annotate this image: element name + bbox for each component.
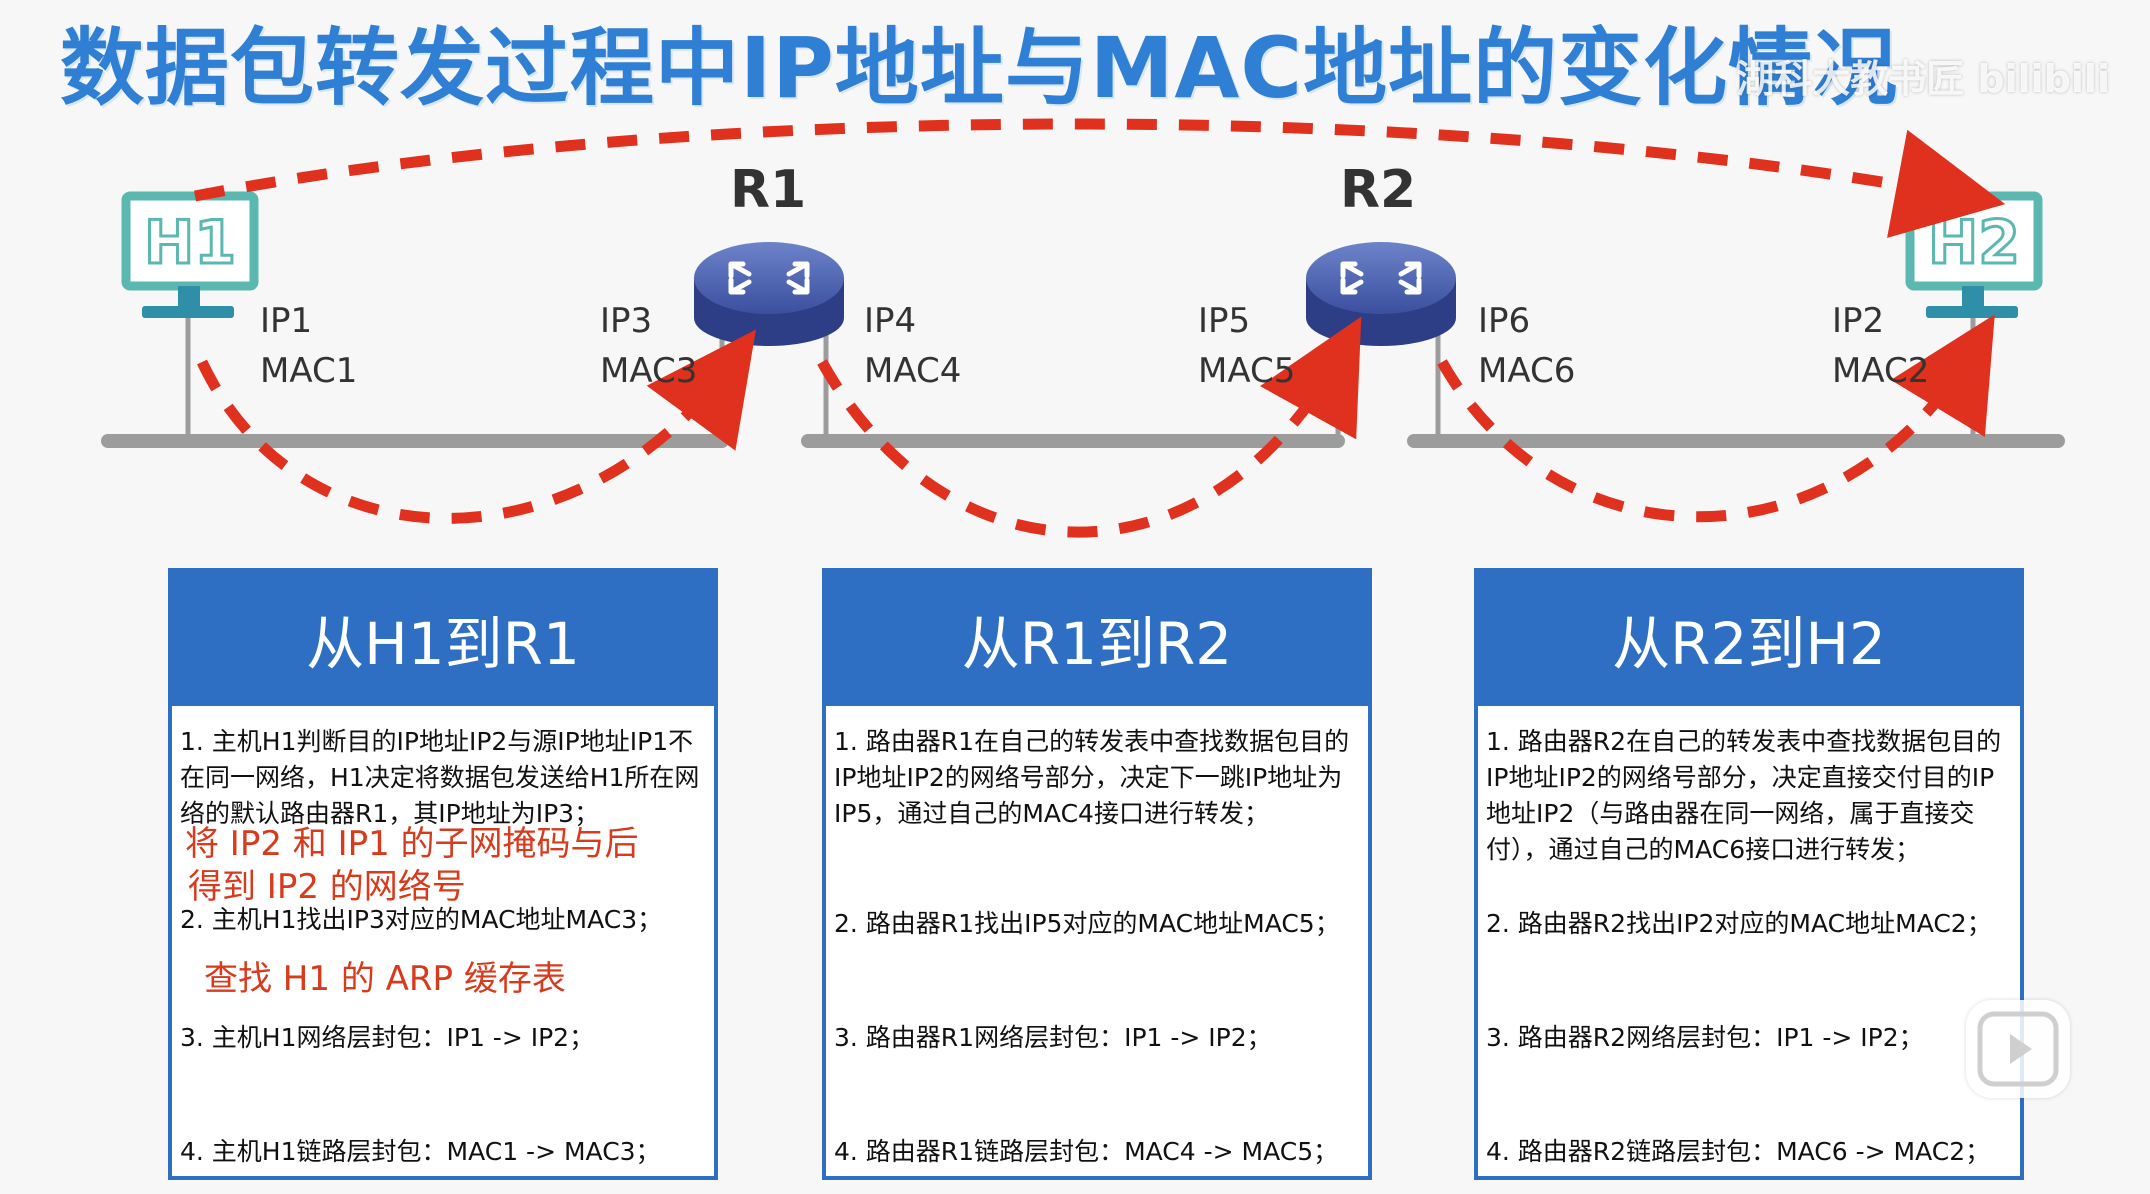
interface-r1-right: IP4 MAC4 [864,296,961,396]
router-icon [694,242,844,346]
watermark: 湖科大教书匠 bilibili [1736,57,2110,101]
ip-label: IP2 [1832,301,1885,341]
host-h1: H1 [121,191,259,318]
step-1: 1. 路由器R1在自己的转发表中查找数据包目的IP地址IP2的网络号部分，决定下… [834,727,1350,828]
host-h2-label: H2 [1928,208,2020,278]
interface-r2-right: IP6 MAC6 [1478,296,1575,396]
ip-label: IP4 [864,301,917,341]
router-r1-label: R1 [730,160,807,220]
arrow-h1-to-h2 [193,118,2006,238]
mac-label: MAC5 [1198,351,1296,391]
arrow-r2-to-h2 [1437,314,1995,523]
step-2: 2. 路由器R1找出IP5对应的MAC地址MAC5； [834,909,1340,938]
step-1: 1. 主机H1判断目的IP地址IP2与源IP地址IP1不在同一网络，H1决定将数… [180,727,700,828]
panel-h1-to-r1: 从H1到R1 1. 主机H1判断目的IP地址IP2与源IP地址IP1不在同一网络… [168,568,718,1180]
annotation-subnet-mask: 将 IP2 和 IP1 的子网掩码与后 [185,824,639,864]
mac-label: MAC3 [600,351,698,391]
mac-label: MAC2 [1832,351,1930,391]
panel-title: 从R1到R2 [826,572,1368,706]
play-button[interactable] [1966,1000,2070,1098]
panel-title: 从H1到R1 [172,572,714,706]
step-3: 3. 路由器R1网络层封包：IP1 -> IP2； [834,1023,1272,1052]
ip-label: IP6 [1478,301,1531,341]
interface-r1-left: IP3 MAC3 [600,296,697,396]
play-icon [1977,1011,2059,1087]
host-h1-label: H1 [144,208,236,278]
arrow-h1-to-r1 [197,329,757,524]
ip-label: IP3 [600,301,653,341]
annotation-arp-cache: 查找 H1 的 ARP 缓存表 [204,959,566,999]
step-4: 4. 路由器R2链路层封包：MAC6 -> MAC2； [1486,1137,1991,1166]
step-3: 3. 主机H1网络层封包：IP1 -> IP2； [180,1023,595,1052]
interface-h2: IP2 MAC2 [1832,296,1929,396]
mac-label: MAC1 [260,351,358,391]
step-1: 1. 路由器R2在自己的转发表中查找数据包目的IP地址IP2的网络号部分，决定直… [1486,727,2002,864]
page-title: 数据包转发过程中IP地址与MAC地址的变化情况 [60,19,1899,117]
interface-r2-left: IP5 MAC5 [1198,296,1295,396]
ip-label: IP1 [260,301,313,341]
network-segments [101,300,2065,448]
mac-label: MAC4 [864,351,962,391]
router-r2 [1306,242,1456,346]
interface-h1: IP1 MAC1 [260,296,357,396]
annotation-network-number: 得到 IP2 的网络号 [188,867,466,907]
step-3: 3. 路由器R2网络层封包：IP1 -> IP2； [1486,1023,1924,1052]
panel-title: 从R2到H2 [1478,572,2020,706]
network-diagram: H1 H2 [101,118,2065,538]
step-2: 2. 主机H1找出IP3对应的MAC地址MAC3； [180,905,663,934]
panel-r2-to-h2: 从R2到H2 1. 路由器R2在自己的转发表中查找数据包目的IP地址IP2的网络… [1474,568,2024,1180]
ip-label: IP5 [1198,301,1251,341]
step-4: 4. 主机H1链路层封包：MAC1 -> MAC3； [180,1137,661,1166]
arrow-r1-to-r2 [817,316,1362,538]
mac-label: MAC6 [1478,351,1576,391]
router-r2-label: R2 [1340,160,1417,220]
panel-r1-to-r2: 从R1到R2 1. 路由器R1在自己的转发表中查找数据包目的IP地址IP2的网络… [822,568,1372,1180]
flow-arrows [193,118,2006,538]
router-icon [1306,242,1456,346]
step-4: 4. 路由器R1链路层封包：MAC4 -> MAC5； [834,1137,1339,1166]
router-r1 [694,242,844,346]
step-2: 2. 路由器R2找出IP2对应的MAC地址MAC2； [1486,909,1992,938]
